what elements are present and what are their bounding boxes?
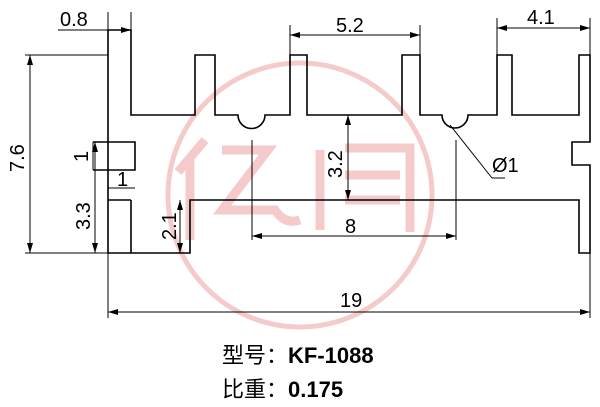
dim-top-left-width: 0.8: [60, 9, 88, 31]
dim-right-width: 4.1: [527, 7, 555, 29]
heatsink-profile-drawing: 0.8 5.2 4.1 7.6 1 1 3.3 3.2 Ø1 2.1 8 19: [7, 7, 591, 330]
dim-total-width: 19: [340, 290, 362, 312]
density-row: 比重：0.175: [222, 372, 343, 404]
arrowheads: [27, 25, 590, 315]
density-label: 比重：: [222, 378, 289, 403]
dimension-lines: [25, 12, 591, 318]
dim-hole-diameter: Ø1: [492, 155, 519, 177]
model-label: 型号：: [222, 344, 289, 369]
density-value: 0.175: [288, 377, 344, 402]
dim-fin-inner-height: 3.2: [325, 150, 347, 178]
dim-bottom-slot-height: 2.1: [159, 212, 181, 240]
dim-inner-span: 8: [345, 216, 356, 238]
dim-slot-width: 1: [117, 169, 128, 191]
profile-outline: [93, 29, 591, 254]
dim-slot-height: 1: [71, 151, 93, 162]
watermark-logo: [165, 60, 435, 330]
dim-total-height: 7.6: [7, 144, 29, 172]
model-row: 型号：KF-1088: [222, 338, 374, 370]
dim-fin-pitch: 5.2: [336, 15, 364, 37]
dim-base-height: 3.3: [73, 202, 95, 230]
model-value: KF-1088: [288, 343, 374, 368]
